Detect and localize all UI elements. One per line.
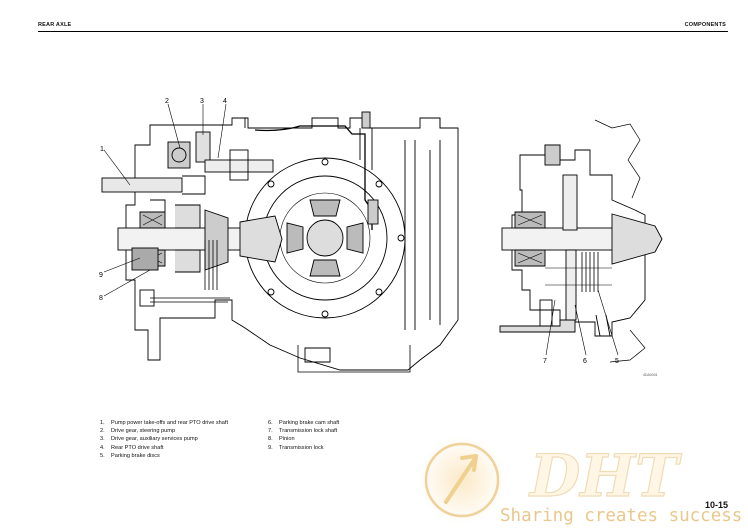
callout-6: 6 bbox=[583, 358, 587, 365]
pinion-gear bbox=[239, 215, 283, 263]
legend-item: 4.Rear PTO drive shaft bbox=[100, 444, 164, 451]
steering-pump-drive-gear bbox=[167, 141, 191, 169]
legend-item: 2.Drive gear, steering pump bbox=[100, 428, 176, 435]
arrow-icon bbox=[444, 454, 478, 504]
pinion-shaft bbox=[117, 227, 249, 251]
callout-leader-1 bbox=[103, 149, 131, 186]
callout-leader-7 bbox=[545, 299, 556, 356]
page-number: 10-15 bbox=[704, 500, 728, 510]
dht-watermark-logo: DHT bbox=[418, 436, 683, 524]
callout-leader-9 bbox=[103, 257, 141, 273]
header-rule bbox=[38, 31, 728, 32]
callout-leader-2 bbox=[167, 103, 181, 149]
callout-2: 2 bbox=[165, 98, 169, 105]
section-title: REAR AXLE bbox=[38, 22, 72, 28]
legend-item: 3.Drive gear, auxiliary services pump bbox=[100, 436, 198, 443]
legend-item: 8.Pinion bbox=[268, 436, 295, 443]
figure-reference-code: 4DA0001 bbox=[643, 373, 658, 377]
callout-1: 1 bbox=[100, 146, 104, 153]
callout-8: 8 bbox=[99, 295, 103, 302]
callout-leader-6 bbox=[574, 304, 587, 356]
pto-drive-shaft bbox=[101, 177, 183, 193]
callout-leader-8 bbox=[103, 269, 151, 297]
cam-lever bbox=[499, 319, 576, 333]
rear-pto-drive-shaft bbox=[204, 159, 274, 173]
callout-leader-5 bbox=[597, 289, 619, 356]
transmission-lock bbox=[131, 247, 159, 271]
callout-leader-4 bbox=[217, 103, 227, 159]
watermark-tagline: Sharing creates success bbox=[500, 506, 743, 526]
legend-item: 5.Parking brake discs bbox=[100, 452, 160, 459]
callout-4: 4 bbox=[223, 98, 227, 105]
callout-9: 9 bbox=[99, 272, 103, 279]
callout-3: 3 bbox=[200, 98, 204, 105]
legend-column-2: 6.Parking brake cam shaft 7.Transmission… bbox=[268, 419, 339, 452]
auxiliary-pump-drive-gear bbox=[195, 131, 211, 163]
hydraulic-pipe bbox=[254, 125, 373, 230]
rear-axle-cross-section-diagram: 1 2 3 4 9 8 7 6 5 bbox=[99, 98, 663, 373]
callout-7: 7 bbox=[543, 358, 547, 365]
legend-item: 1.Pump power take-offs and rear PTO driv… bbox=[100, 420, 229, 426]
legend-item: 7.Transmission lock shaft bbox=[268, 428, 338, 435]
callout-5: 5 bbox=[615, 358, 619, 365]
legend-item: 9.Transmission lock bbox=[268, 444, 324, 451]
legend-item: 6.Parking brake cam shaft bbox=[268, 420, 340, 426]
housing-outline-right bbox=[511, 144, 646, 337]
differential-hub bbox=[306, 219, 344, 257]
watermark-logo-text: DHT bbox=[528, 442, 682, 510]
pinion-gear-right bbox=[611, 213, 663, 265]
legend-column-1: 1.Pump power take-offs and rear PTO driv… bbox=[100, 419, 228, 460]
transmission-lock-shaft bbox=[562, 174, 578, 231]
section-subtitle: COMPONENTS bbox=[684, 22, 726, 28]
